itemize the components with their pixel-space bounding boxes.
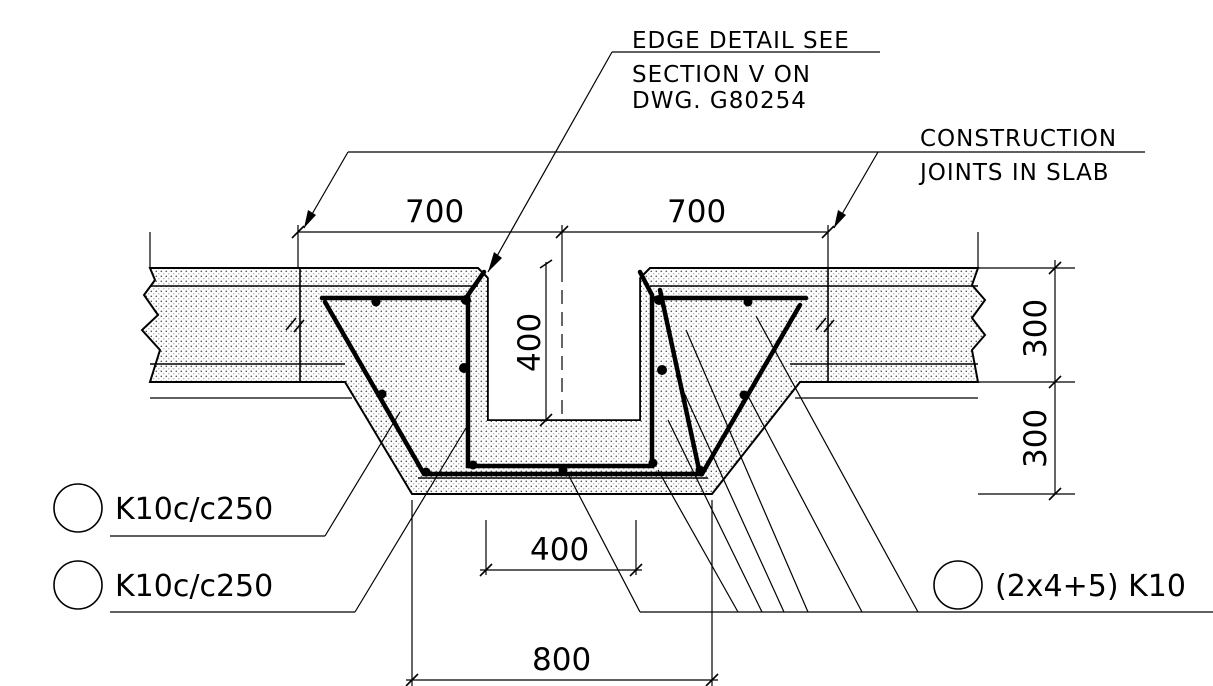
construction-joints-line-1: CONSTRUCTION: [920, 126, 1117, 152]
dim-slab-thickness: 300: [1018, 299, 1054, 358]
dim-drop-depth: 300: [1018, 409, 1054, 468]
recess-void: [488, 268, 640, 420]
bar-mark-circle-left-1: [53, 483, 103, 533]
annotations: EDGE DETAIL SEE SECTION V ON DWG. G80254…: [115, 28, 1186, 678]
edge-detail-line-3: DWG. G80254: [632, 88, 807, 114]
dim-top-left: 700: [405, 194, 464, 230]
concrete-section: [140, 232, 987, 495]
dim-top-right: 700: [667, 194, 726, 230]
edge-detail-line-2: SECTION V ON: [632, 62, 811, 88]
dim-recess-depth: 400: [512, 313, 548, 372]
reinforcement: [319, 269, 809, 477]
dim-recess-width: 400: [530, 532, 589, 568]
construction-joints-line-2: JOINTS IN SLAB: [918, 160, 1110, 186]
bar-label-left-2: K10c/c250: [115, 569, 273, 604]
bar-mark-circle-left-2: [53, 560, 103, 610]
dimension-lines: [291, 225, 1075, 686]
bar-label-right: (2x4+5) K10: [995, 569, 1186, 604]
edge-detail-line-1: EDGE DETAIL SEE: [632, 28, 850, 54]
bar-label-left-1: K10c/c250: [115, 492, 273, 527]
leader-lines: [110, 51, 1213, 613]
dim-bottom-width: 800: [532, 642, 591, 678]
bar-mark-circle-right: [933, 560, 983, 610]
